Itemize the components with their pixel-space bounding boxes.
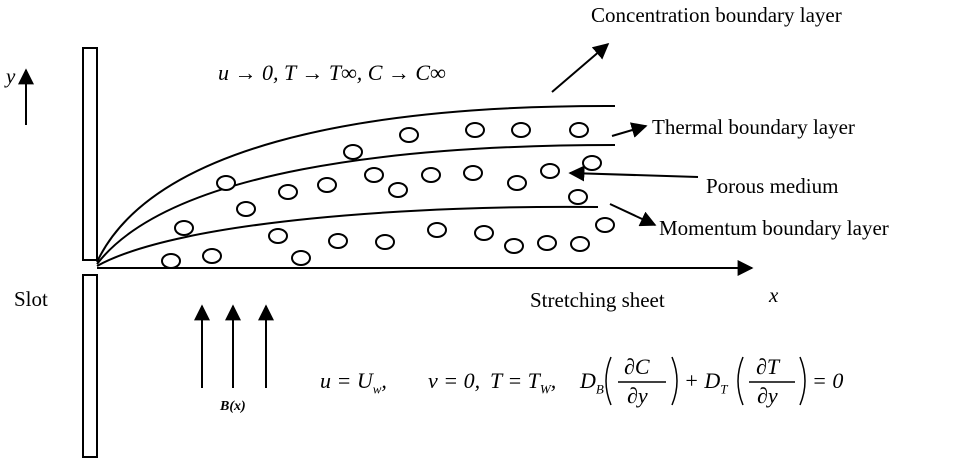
slot-plate-upper (82, 47, 98, 261)
wall-eq-dT: ∂T (756, 354, 780, 379)
particle (569, 122, 589, 138)
particle (504, 238, 524, 254)
particle (421, 167, 441, 183)
particle (399, 127, 419, 143)
particle (511, 122, 531, 138)
particle (595, 217, 615, 233)
eq-paren-1-right (671, 356, 678, 406)
slot-label: Slot (14, 287, 48, 311)
particle (202, 248, 222, 264)
concentration-pointer-arrow (551, 42, 610, 93)
particle (278, 184, 298, 200)
particle (268, 228, 288, 244)
wall-eq-dC: ∂C (624, 354, 650, 379)
porous-particles (161, 122, 615, 269)
thermal-layer-label: Thermal boundary layer (652, 115, 855, 139)
far-field-condition: u → 0, T → T∞, C → C∞ (218, 60, 446, 85)
particle (375, 234, 395, 250)
thermal-pointer-arrow (611, 122, 648, 138)
particle (328, 233, 348, 249)
particle (291, 250, 311, 266)
particle (463, 165, 483, 181)
eq-paren-2-right (799, 356, 806, 406)
particle (540, 163, 560, 179)
magnetic-field-label: B(x) (220, 399, 246, 414)
porous-medium-label: Porous medium (706, 174, 839, 198)
wall-eq-u: u = Uw, (320, 368, 387, 397)
eq-paren-2-left (737, 356, 744, 406)
y-axis-label: y (6, 64, 16, 88)
thermal-boundary-curve (96, 144, 616, 265)
particle (364, 167, 384, 183)
particle (388, 182, 408, 198)
particle (582, 155, 602, 171)
stretching-sheet-label: Stretching sheet (530, 288, 665, 312)
particle (507, 175, 527, 191)
wall-eq-v: v = 0, (428, 368, 481, 393)
particle (465, 122, 485, 138)
particle (537, 235, 557, 251)
particle (317, 177, 337, 193)
particle (474, 225, 494, 241)
porous-pointer-arrow (568, 165, 699, 182)
wall-eq-dy2: ∂y (757, 383, 778, 408)
particle (570, 236, 590, 252)
wall-eq-zero: = 0 (812, 368, 844, 393)
particle (174, 220, 194, 236)
eq-paren-1-left (605, 356, 612, 406)
particle (236, 201, 256, 217)
momentum-layer-label: Momentum boundary layer (659, 216, 889, 240)
particle (216, 175, 236, 191)
slot-plate-lower (82, 274, 98, 458)
concentration-layer-label: Concentration boundary layer (591, 3, 842, 27)
particle (568, 189, 588, 205)
wall-eq-D: DB (580, 368, 604, 397)
particle (161, 253, 181, 269)
wall-eq-T: T = TW, (490, 368, 557, 397)
particle (343, 144, 363, 160)
particle (427, 222, 447, 238)
momentum-pointer-arrow (609, 203, 657, 227)
x-axis-label: x (769, 283, 779, 307)
wall-eq-plus: + DT (684, 368, 728, 397)
concentration-boundary-curve (96, 104, 616, 263)
wall-eq-dy1: ∂y (627, 383, 648, 408)
momentum-boundary-curve (96, 205, 599, 267)
